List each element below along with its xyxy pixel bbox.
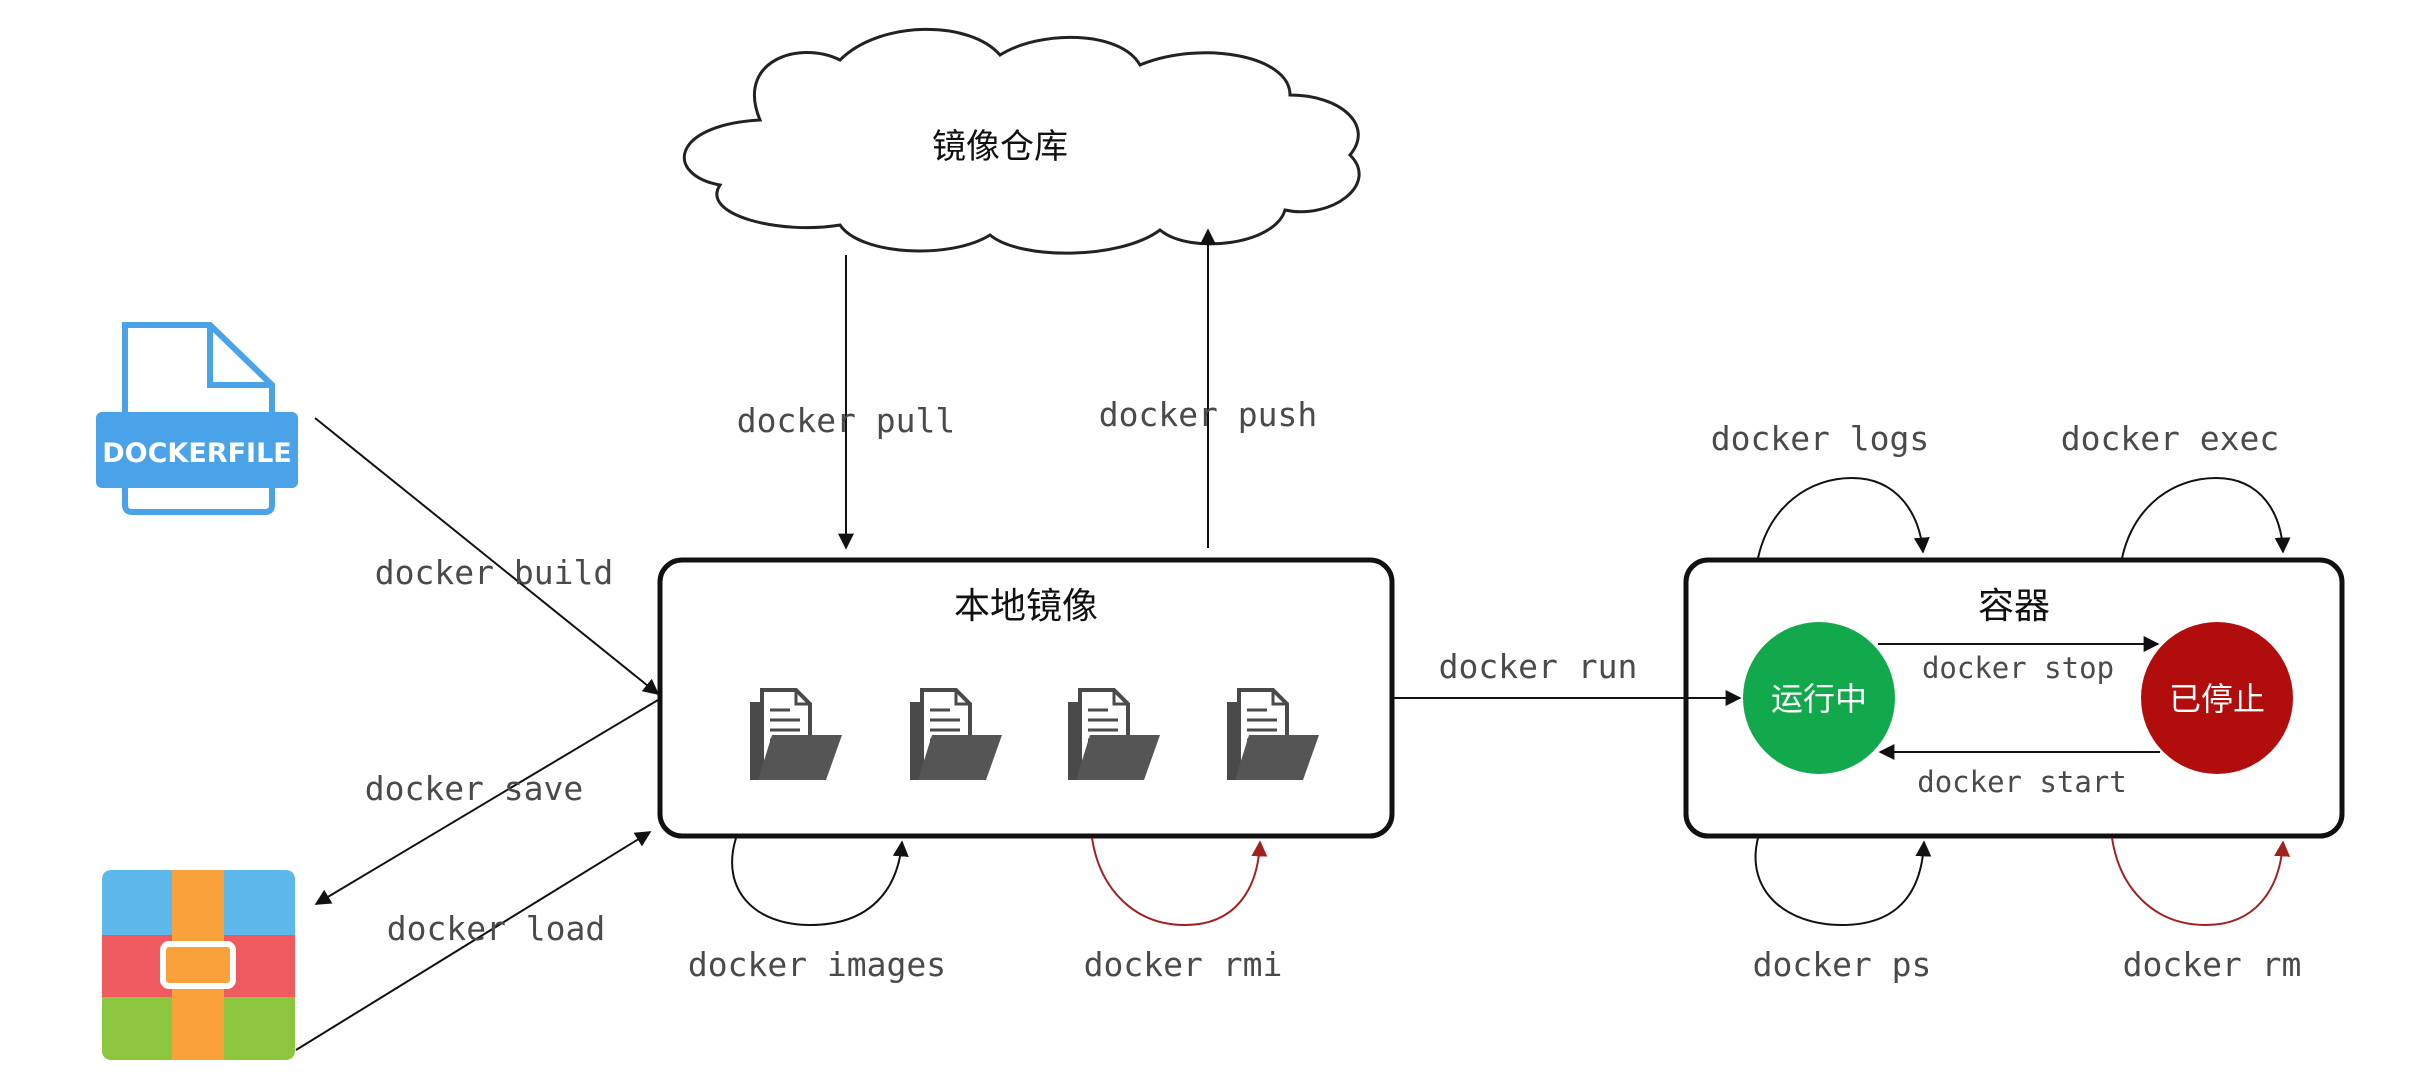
load-arrow — [295, 831, 652, 1051]
running-state: 运行中 — [1743, 622, 1895, 774]
archive-icon — [102, 870, 295, 1060]
registry-cloud: 镜像仓库 — [682, 27, 1361, 255]
cmd-rmi: docker rmi — [1084, 945, 1283, 984]
folder-icon — [910, 688, 1002, 780]
cmd-stop: docker stop — [1922, 651, 2114, 685]
cmd-images: docker images — [688, 945, 946, 984]
dockerfile-icon: DOCKERFILE — [96, 322, 298, 515]
build-arrow — [314, 417, 660, 696]
cmd-start: docker start — [1917, 765, 2127, 799]
cmd-ps: docker ps — [1753, 945, 1932, 984]
folder-icon — [1227, 688, 1319, 780]
cmd-rm: docker rm — [2123, 945, 2302, 984]
folder-icons — [750, 688, 1319, 780]
rm-loop — [2111, 837, 2291, 927]
logs-loop — [1757, 476, 1930, 559]
cmd-exec: docker exec — [2061, 419, 2280, 458]
cmd-run: docker run — [1439, 647, 1638, 686]
state-command-labels: docker stop docker start — [1917, 651, 2127, 799]
cmd-pull: docker pull — [737, 401, 956, 440]
local-images-label: 本地镜像 — [954, 586, 1098, 627]
cmd-logs: docker logs — [1711, 419, 1930, 458]
cmd-save: docker save — [365, 769, 584, 808]
cmd-load: docker load — [387, 909, 606, 948]
container-label: 容器 — [1978, 586, 2050, 627]
save-arrow — [314, 699, 659, 905]
images-loop — [731, 837, 909, 927]
stopped-label: 已停止 — [2169, 680, 2265, 718]
folder-icon — [750, 688, 842, 780]
command-labels: docker pull docker push docker build doc… — [365, 395, 2302, 984]
rmi-loop — [1091, 837, 1268, 927]
exec-loop — [2121, 476, 2291, 559]
running-label: 运行中 — [1771, 680, 1867, 718]
stopped-state: 已停止 — [2141, 622, 2293, 774]
ps-loop — [1754, 837, 1932, 927]
folder-icon — [1068, 688, 1160, 780]
arrows — [295, 228, 2291, 1051]
dockerfile-text: DOCKERFILE — [102, 438, 291, 469]
cmd-push: docker push — [1099, 395, 1318, 434]
remove-arrows — [1091, 837, 2291, 927]
cmd-build: docker build — [375, 553, 613, 592]
registry-label: 镜像仓库 — [932, 127, 1068, 167]
